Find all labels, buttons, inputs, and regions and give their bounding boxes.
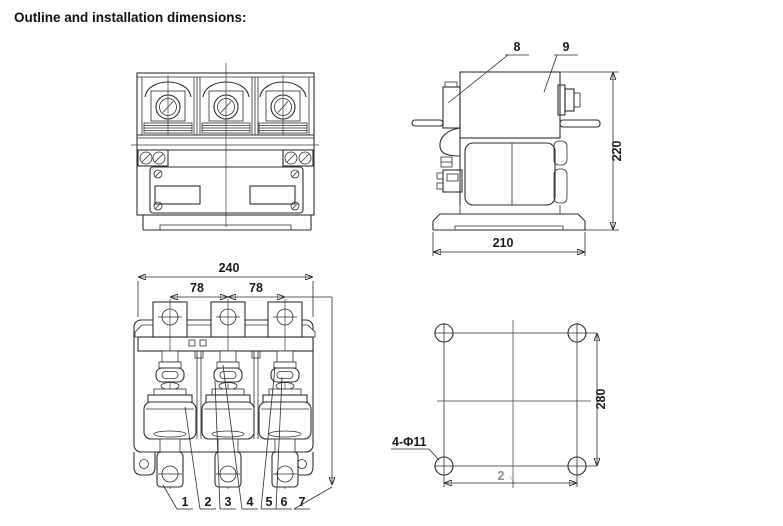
dim-210-label: 210 bbox=[493, 236, 514, 250]
dim-280-label: 280 bbox=[594, 389, 608, 410]
part-label-8: 8 bbox=[514, 40, 521, 54]
front-nameplate-left bbox=[154, 185, 201, 205]
front-cover-panel bbox=[149, 166, 304, 214]
part-number-6: 6 bbox=[281, 495, 288, 509]
pole-assembly-left bbox=[143, 299, 197, 489]
front-aux-terminals bbox=[137, 149, 314, 167]
side-right-rod bbox=[559, 119, 601, 128]
part-number-4: 4 bbox=[247, 495, 254, 509]
mounting-pattern-drawing: 280 2 4-Φ11 bbox=[391, 320, 608, 488]
side-view-drawing: 8 9 bbox=[411, 40, 624, 256]
front-base bbox=[142, 215, 312, 231]
part-number-2: 2 bbox=[205, 495, 212, 509]
hole-spec-callout: 4-Φ11 bbox=[391, 435, 440, 461]
front-view-drawing bbox=[131, 63, 319, 231]
part-number-5: 5 bbox=[266, 495, 273, 509]
hole-spec-label: 4-Φ11 bbox=[392, 435, 427, 449]
mounting-square bbox=[434, 320, 597, 488]
upper-terminals bbox=[152, 301, 303, 338]
side-aux-terminal-block bbox=[442, 169, 463, 193]
side-interrupter-block bbox=[464, 142, 556, 206]
dim-78-left-label: 78 bbox=[190, 281, 204, 295]
side-part-labels: 8 9 bbox=[447, 40, 578, 104]
side-body bbox=[411, 71, 601, 206]
front-body bbox=[136, 72, 315, 216]
side-left-rod bbox=[411, 119, 444, 127]
dim-78-right-label: 78 bbox=[249, 281, 263, 295]
dim-240-label: 240 bbox=[219, 261, 240, 275]
side-dim-height: 220 bbox=[560, 71, 624, 231]
dim-220-label: 220 bbox=[610, 141, 624, 162]
dim-mounting-height: 280 bbox=[594, 333, 608, 466]
outline-section-drawing: 240 78 78 bbox=[133, 261, 360, 510]
lower-terminals bbox=[156, 438, 299, 488]
dim-overall-width: 240 bbox=[137, 261, 314, 317]
dim-pole-pitch: 78 78 bbox=[170, 281, 332, 485]
page-title: Outline and installation dimensions: bbox=[14, 10, 247, 25]
section-channels bbox=[194, 350, 261, 439]
front-pole-left bbox=[143, 75, 193, 135]
side-dim-depth: 210 bbox=[432, 232, 586, 256]
side-base bbox=[432, 205, 586, 231]
section-strip bbox=[137, 336, 314, 352]
part-number-3: 3 bbox=[225, 495, 232, 509]
side-terminal-bolt bbox=[557, 84, 566, 116]
front-pole-right bbox=[258, 75, 308, 135]
front-nameplate-right bbox=[249, 185, 296, 205]
part-number-7: 7 bbox=[299, 495, 306, 509]
part-number-1: 1 bbox=[182, 495, 189, 509]
dim-partial-label: 2 bbox=[498, 469, 505, 483]
dim-mounting-width: 2 bbox=[443, 469, 578, 487]
part-label-9: 9 bbox=[563, 40, 570, 54]
part-number-leaders: 1 2 3 4 5 6 7 bbox=[162, 364, 333, 510]
